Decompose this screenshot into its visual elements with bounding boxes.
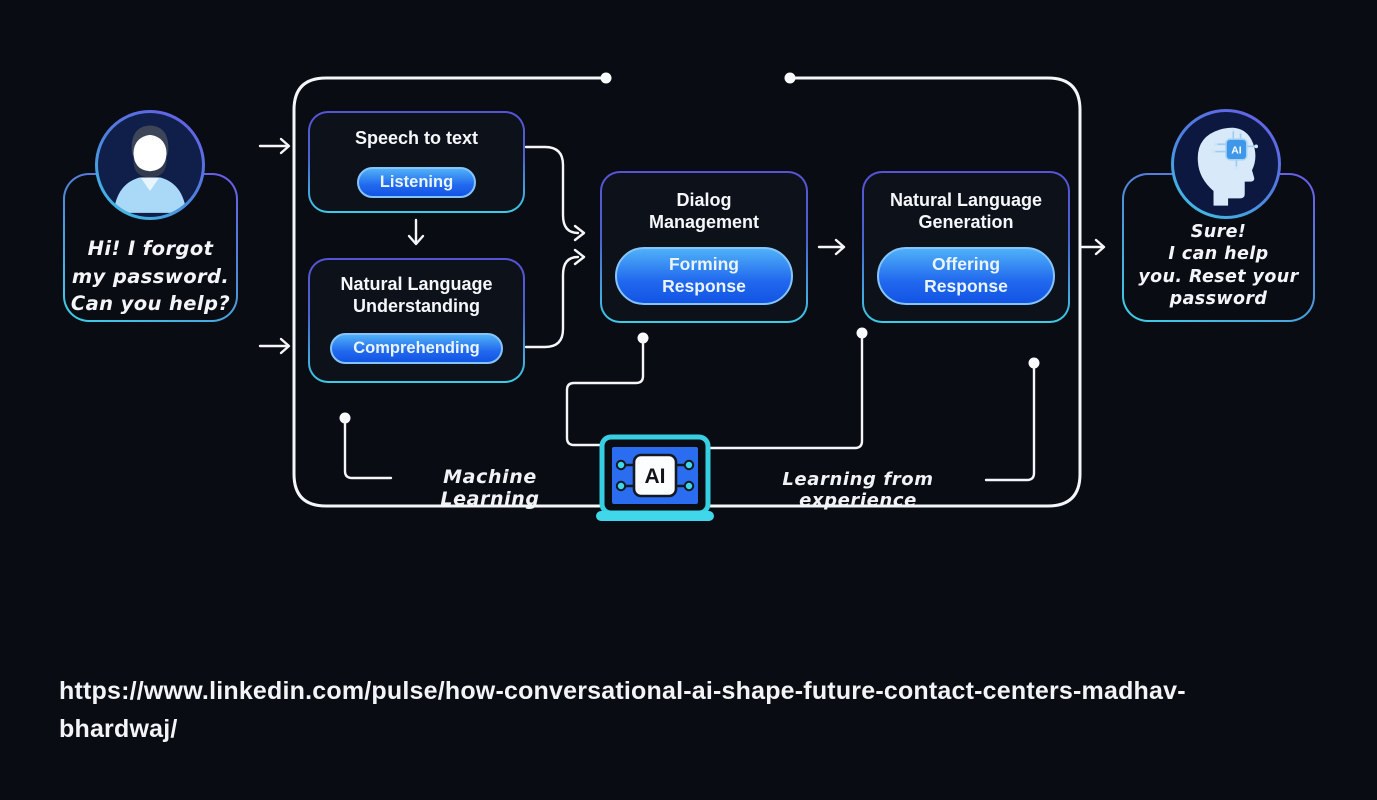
laptop-ai-label: AI (645, 465, 666, 488)
user-avatar (95, 110, 205, 220)
arrow-user-to-stt-icon (258, 137, 291, 155)
box-title-dialog-management: Dialog Management (648, 190, 760, 232)
learning-from-experience-label: Learning from experience (782, 469, 934, 511)
experience-connector-right (984, 361, 1036, 482)
arrow-stt-to-dialog-icon (524, 145, 586, 242)
arrow-nlg-to-ai-icon (1080, 238, 1106, 256)
box-title-nlu: Natural Language Understanding (340, 274, 493, 316)
user-person-icon (113, 125, 187, 213)
box-natural-language-understanding: Natural Language Understanding Comprehen… (308, 258, 525, 383)
ml-connector-left (343, 416, 393, 480)
ai-avatar: AI (1171, 109, 1281, 219)
pill-listening: Listening (356, 166, 477, 198)
machine-learning-label: Machine Learning (440, 466, 540, 510)
box-natural-language-generation: Natural Language Generation Offering Res… (862, 171, 1070, 323)
ai-laptop-icon: AI (596, 434, 714, 521)
pill-comprehending: Comprehending (330, 332, 503, 364)
ai-message: Sure! I can help you. Reset your passwor… (1138, 222, 1299, 310)
box-dialog-management: Dialog Management Forming Response (600, 171, 808, 323)
ml-connector-dialog (565, 336, 645, 447)
arrow-dialog-to-nlg-icon (817, 238, 846, 256)
pill-forming-response: Forming Response (615, 246, 793, 305)
box-speech-to-text: Speech to text Listening (308, 111, 525, 213)
ai-head-chip-label: AI (1231, 146, 1242, 157)
box-title-nlg: Natural Language Generation (889, 190, 1043, 232)
arrow-stt-to-nlu-icon (407, 218, 425, 246)
ai-brain-head-icon: AI (1197, 127, 1259, 206)
arrow-nlu-to-dialog-icon (524, 248, 586, 349)
pill-offering-response: Offering Response (877, 246, 1055, 305)
arrow-user-to-nlu-icon (258, 337, 291, 355)
user-message: Hi! I forgot my password. Can you help? (70, 237, 231, 316)
source-url: https://www.linkedin.com/pulse/how-conve… (59, 677, 1186, 743)
box-title-speech-to-text: Speech to text (354, 128, 479, 148)
ml-connector-nlg (708, 331, 864, 450)
